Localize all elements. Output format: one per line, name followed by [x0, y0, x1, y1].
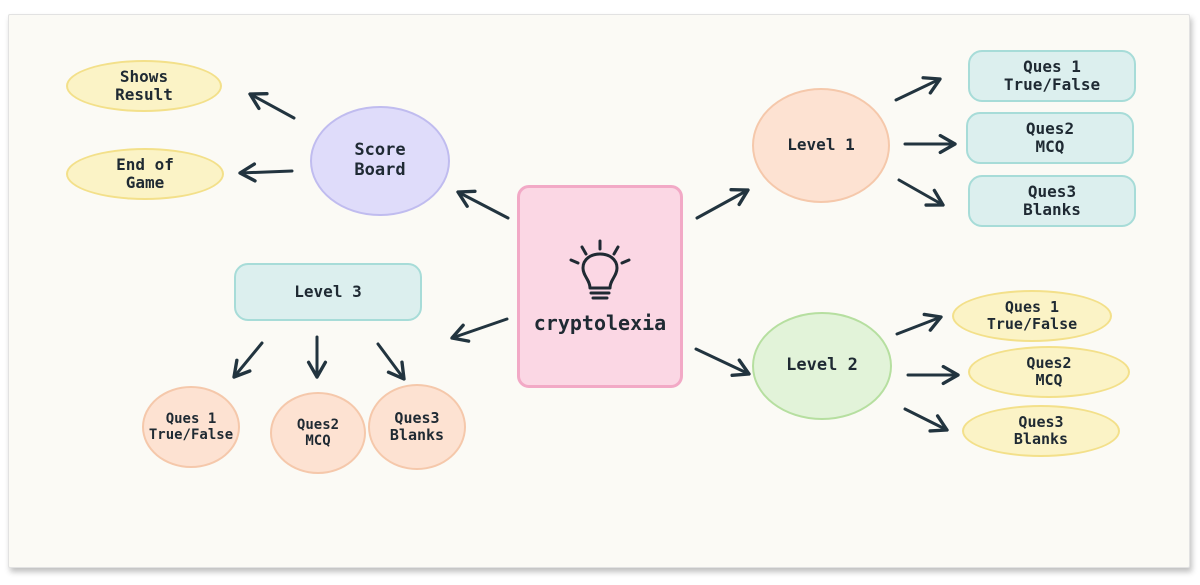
arrow-center-to-scoreboard [456, 189, 510, 220]
level3-ques3-node: Ques3 Blanks [368, 384, 466, 470]
arrow-center-to-level3 [450, 317, 509, 343]
level1-ques2-node: Ques2 MCQ [966, 112, 1134, 164]
level2-ques1-label: Ques 1 True/False [986, 297, 1078, 333]
arrow-scoreboard-to-shows-result [248, 91, 296, 120]
arrow-level2-to-ques1 [895, 312, 943, 336]
level2-ques3-node: Ques3 Blanks [962, 405, 1120, 457]
level2-ques2-label: Ques2 MCQ [1026, 353, 1072, 389]
lightbulb-icon [569, 239, 631, 300]
level1-ques3-node: Ques3 Blanks [968, 175, 1136, 227]
arrow-level3-to-ques3 [376, 342, 406, 381]
arrow-level1-to-ques3 [897, 178, 945, 207]
level2-label: Level 2 [786, 355, 858, 376]
arrow-level2-to-ques3 [903, 407, 949, 433]
center-node: cryptolexia [517, 185, 683, 388]
level3-node: Level 3 [234, 263, 422, 321]
level2-ques1-node: Ques 1 True/False [952, 290, 1112, 342]
level3-label: Level 3 [294, 281, 362, 301]
arrow-scoreboard-to-end-of-game [238, 162, 294, 183]
end-of-game-label: End of Game [116, 154, 174, 192]
scoreboard-node: Score Board [310, 106, 450, 216]
arrow-center-to-level1 [695, 188, 750, 220]
arrow-level1-to-ques1 [894, 76, 942, 102]
level1-ques3-label: Ques3 Blanks [1023, 181, 1081, 219]
level3-ques1-node: Ques 1 True/False [142, 386, 240, 468]
shows-result-label: Shows Result [115, 66, 173, 104]
level3-ques2-label: Ques2 MCQ [296, 416, 340, 449]
level1-ques1-label: Ques 1 True/False [1003, 56, 1101, 94]
level1-ques2-label: Ques2 MCQ [1025, 118, 1075, 156]
center-title: cryptolexia [533, 311, 667, 335]
shows-result-node: Shows Result [66, 60, 222, 112]
level3-ques3-label: Ques3 Blanks [389, 408, 445, 444]
level3-ques2-node: Ques2 MCQ [270, 392, 366, 474]
level3-ques1-label: Ques 1 True/False [148, 410, 234, 443]
level2-ques2-node: Ques2 MCQ [968, 346, 1130, 398]
level2-ques3-label: Ques3 Blanks [1013, 412, 1069, 448]
arrow-level3-to-ques1 [232, 341, 264, 379]
level1-node: Level 1 [752, 88, 890, 203]
level1-label: Level 1 [787, 135, 855, 155]
level2-node: Level 2 [752, 312, 892, 420]
arrow-center-to-level2 [694, 347, 751, 378]
scoreboard-label: Score Board [354, 140, 406, 180]
level1-ques1-node: Ques 1 True/False [968, 50, 1136, 102]
end-of-game-node: End of Game [66, 148, 224, 200]
